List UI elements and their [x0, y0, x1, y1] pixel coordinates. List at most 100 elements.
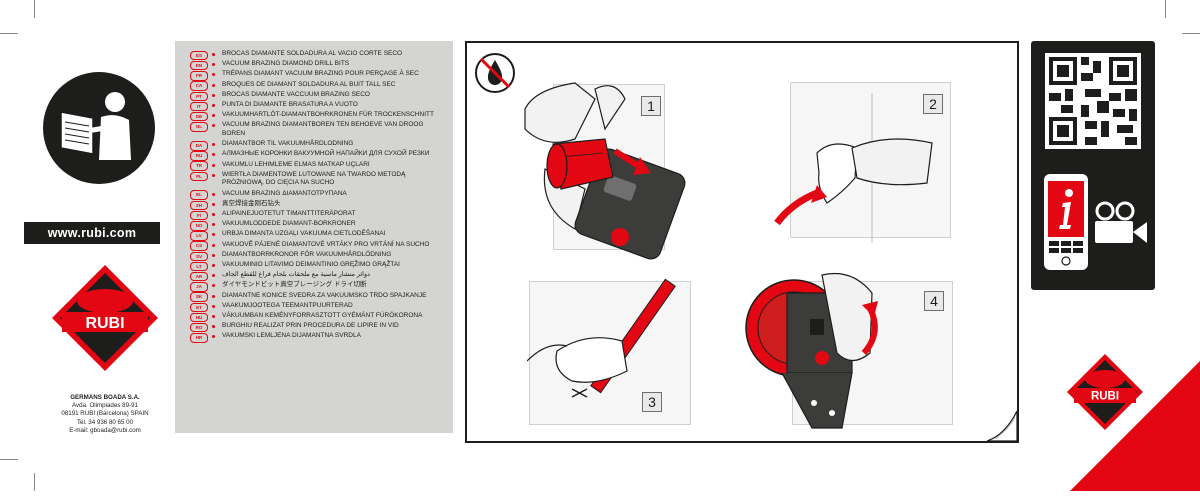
language-code: RU	[190, 151, 208, 161]
language-text: TRÉPANS DIAMANT VACUUM BRAZING POUR PERÇ…	[222, 70, 419, 78]
language-row-pt: PT BROCAS DIAMANTE VACCUUM BRAZING SECO	[175, 90, 453, 102]
bullet-icon	[212, 202, 215, 206]
bullet-icon	[212, 83, 215, 87]
language-row-sv: SV DIAMANTBORRKRONOR FÖR VAKUUMHÅRDLÖDNIN…	[175, 250, 453, 262]
crop-mark	[1165, 0, 1166, 18]
language-code: FI	[190, 210, 208, 221]
step-1-number: 1	[641, 96, 661, 116]
language-text: VACUUM BRAZING DIAMOND DRILL BITS	[222, 60, 350, 68]
bullet-icon	[212, 294, 215, 298]
language-code: NO	[190, 221, 208, 231]
language-text: VAKUUMHARTLÖT-DIAMANTBOHRKRONEN FÜR TROC…	[222, 111, 434, 119]
corner-brand-triangle	[1070, 361, 1200, 491]
language-code: ET	[190, 302, 208, 313]
bullet-icon	[212, 143, 215, 147]
language-text: ダイヤモンドビット真空ブレージング ドライ切断	[222, 281, 367, 289]
language-code: ZH	[190, 200, 208, 211]
language-text: URBJA DIMANTA UZGAĻI VAKUUMA CIETLODĒŠAN…	[222, 230, 386, 238]
language-code: TR	[190, 161, 208, 171]
bullet-icon	[212, 304, 215, 308]
language-row-no: NO VAKUUMLODDEDE DIAMANT-BORKRONER	[175, 220, 453, 231]
qr-code-icon[interactable]	[1045, 53, 1141, 149]
language-text: BROCAS DIAMANTE VACCUUM BRAZING SECO	[222, 90, 370, 98]
bullet-icon	[212, 325, 215, 329]
mark-center-illustration	[526, 271, 697, 411]
language-text: DIAMANTBORRKRONOR FÖR VAKUUMHÅRDLÖDNING	[222, 250, 392, 258]
language-row-hr: HR VAKUMSKI LEMLJENA DIJAMANTNA SVRDLA	[175, 332, 453, 343]
bullet-icon	[212, 335, 215, 339]
address-line: 08191 RUBI (Barcelona) SPAIN	[61, 410, 149, 418]
bullet-icon	[212, 124, 215, 128]
address-line: Tel. 34 936 80 65 00	[76, 418, 134, 426]
address-line: E-mail: gboada@rubi.com	[69, 426, 141, 434]
crop-mark	[1182, 33, 1200, 34]
language-code: HR	[190, 333, 208, 343]
bullet-icon	[212, 173, 215, 177]
address-line: Avda. Olimpiades 89-91	[72, 402, 138, 410]
language-code: CS	[190, 241, 208, 251]
step-3-number: 3	[642, 392, 662, 412]
language-row-de: DE VAKUUMHARTLÖT-DIAMANTBOHRKRONEN FÜR TR…	[175, 111, 453, 122]
bullet-icon	[212, 213, 215, 217]
language-text: DIAMANTNE KONICE SVEDRA ZA VAKUUMSKO TRD…	[222, 291, 427, 299]
language-text: WIERTŁA DIAMENTOWE LUTOWANE NA TWARDO ME…	[222, 170, 406, 187]
language-text: دوائر منشار ماسية مع ملحقات بلحام فراغ ل…	[222, 271, 371, 279]
language-text: VACUUM BRAZING ΔΙΑΜΑΝΤΟΤΡΥΠΑΝΑ	[222, 189, 347, 197]
language-text: АЛМАЗНЫЕ КОРОНКИ ВАКУУМНОЙ НАПАЙКИ ДЛЯ С…	[222, 150, 430, 158]
language-code: PT	[190, 91, 208, 102]
language-text: VAKUUMLODDEDE DIAMANT-BORKRONER	[222, 220, 356, 228]
language-code: DA	[190, 141, 208, 151]
language-text: VAAKUMJOOTEGA TEEMANTPUURTERAD	[222, 301, 353, 309]
address-line: GERMANS BOADA S.A.	[70, 394, 140, 401]
bullet-icon	[212, 114, 215, 118]
info-phone-icon[interactable]	[1043, 173, 1089, 271]
bullet-icon	[212, 284, 215, 288]
language-code: EN	[190, 60, 208, 71]
rubi-logo-corner: RUBI	[1065, 352, 1145, 432]
language-row-pl: PL WIERTŁA DIAMENTOWE LUTOWANE NA TWARDO …	[175, 171, 453, 190]
language-code: LT	[190, 261, 208, 272]
clean-surface-illustration	[757, 93, 957, 243]
language-code: DE	[190, 111, 208, 122]
read-manual-icon	[43, 72, 155, 184]
language-text: VAKUMSKI LEMLJENA DIJAMANTNA SVRDLA	[222, 332, 361, 340]
language-row-ru: RU АЛМАЗНЫЕ КОРОНКИ ВАКУУМНОЙ НАПАЙКИ ДЛЯ…	[175, 150, 453, 161]
language-row-zh: ZH 真空焊接金刚石钻头	[175, 199, 453, 211]
language-text: VACUUM BRAZING DIAMANTBOREN TEN BEHOEVE …	[222, 121, 424, 137]
video-camera-icon[interactable]	[1093, 201, 1149, 247]
bullet-icon	[212, 192, 215, 196]
bullet-icon	[212, 93, 215, 97]
language-text: VAKUOVĚ PÁJENÉ DIAMANTOVÉ VRTÁKY PRO VRT…	[222, 240, 430, 248]
language-code: SV	[190, 251, 208, 262]
language-text: 真空焊接金刚石钻头	[222, 199, 281, 207]
bullet-icon	[212, 314, 215, 318]
rubi-logo-text: RUBI	[85, 315, 124, 332]
language-code: PL	[190, 171, 208, 182]
position-guide-illustration	[742, 253, 922, 433]
website-url[interactable]: www.rubi.com	[24, 222, 160, 244]
bullet-icon	[212, 243, 215, 247]
step-4-number: 4	[924, 291, 944, 311]
language-text: BROQUES DE DIAMANT SOLDADURA AL BUIT TAL…	[222, 80, 396, 88]
instruction-steps: 1 2 3	[465, 41, 1019, 443]
bullet-icon	[212, 53, 215, 56]
qr-info-panel	[1031, 41, 1155, 290]
left-panel: www.rubi.com RUBI GERMANS BOADA S.A. Avd…	[0, 0, 175, 491]
language-text: BURGHIU REALIZAT PRIN PROCEDURA DE LIPIR…	[222, 322, 399, 330]
bullet-icon	[212, 263, 215, 267]
step-2-number: 2	[923, 94, 943, 114]
language-code: JA	[190, 282, 208, 292]
bullet-icon	[212, 73, 215, 77]
